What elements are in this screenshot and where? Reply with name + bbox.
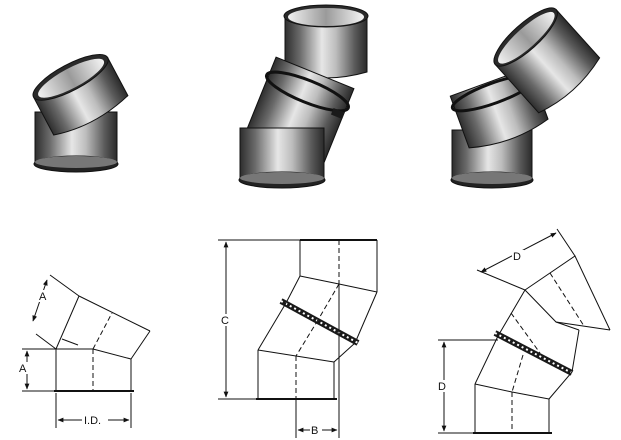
label-bg-d-upper xyxy=(512,250,524,262)
offset-adjustable-render xyxy=(238,4,369,189)
dim-b-label: B xyxy=(311,425,318,437)
elbow-30-render xyxy=(32,54,129,173)
label-bg-a-lower xyxy=(18,362,30,374)
label-bg-c xyxy=(220,314,232,326)
dim-id-label: I.D. xyxy=(84,415,101,427)
offset-adjustable-drawing xyxy=(218,239,378,438)
label-bg-b xyxy=(310,424,322,436)
dim-c-label: C xyxy=(221,315,229,327)
label-bg-id xyxy=(82,414,108,426)
elbow-adjustable-render xyxy=(449,7,601,189)
label-bg-d-lower xyxy=(437,380,449,392)
dim-a-upper-label: A xyxy=(39,291,47,303)
dim-d-upper-label: D xyxy=(513,251,521,263)
dim-a-lower-label: A xyxy=(19,363,27,375)
dim-d-lower-label: D xyxy=(438,381,446,393)
label-bg-a-upper xyxy=(39,290,49,302)
elbow-30-drawing xyxy=(22,274,151,428)
